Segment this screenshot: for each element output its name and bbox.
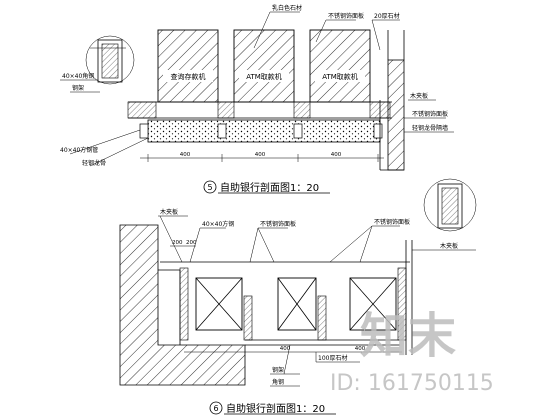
machine-label-3: ATM取款机	[322, 72, 358, 81]
section-5-number: 5	[207, 183, 212, 192]
dim-5-3: 400	[331, 152, 342, 158]
machine-block-1	[157, 29, 219, 103]
dim-5-1: 400	[180, 152, 191, 158]
ann-5-top-a: 乳白色石材	[272, 4, 302, 12]
dim-6-left-2: 200	[186, 240, 197, 246]
ann-5-right-a: 木夹板	[410, 92, 428, 100]
ann-5-right-b: 不锈钢饰面板	[412, 110, 448, 118]
ann-6-bottom-a: 100厚石材	[318, 354, 347, 362]
dim-5-2: 400	[255, 152, 266, 158]
machine-block-2	[233, 29, 295, 103]
ann-6-bottom-c: 角钢	[272, 378, 284, 386]
section-6-title: 自助银行剖面图1：20	[226, 402, 325, 415]
section-5: 查询存款机 ATM取款机 ATM取款机 400 400 400	[60, 4, 454, 194]
ann-6-top-d: 不锈钢饰面板	[374, 218, 410, 226]
ann-6-top-a: 木夹板	[160, 208, 178, 216]
left-wall	[119, 224, 246, 386]
detail-inset-left	[85, 35, 135, 85]
right-wall	[387, 59, 405, 171]
section-6: 400 400 200 200 木夹板 40×40方钢 不锈钢饰面板 不锈钢饰面…	[119, 178, 477, 415]
ann-5-right-c: 轻钢龙骨隔墙	[412, 124, 448, 132]
ann-5-left-d: 轻钢龙骨	[82, 159, 106, 167]
section-6-number: 6	[213, 404, 218, 413]
dim-6-1: 400	[280, 346, 291, 352]
section-5-title: 自助银行剖面图1：20	[220, 181, 319, 194]
ann-5-left-a: 40×40角钢	[62, 72, 94, 80]
ann-6-right-a: 木夹板	[440, 242, 458, 250]
ann-5-left-c: 40×40方钢管	[60, 146, 98, 154]
machine-block-3	[309, 29, 371, 103]
machine-label-1: 查询存款机	[171, 72, 206, 81]
ann-6-top-b: 40×40方钢	[202, 220, 234, 228]
section-6-number-circle	[209, 401, 223, 415]
ann-6-bottom-b: 钢架	[272, 366, 284, 374]
dim-6-2: 400	[355, 346, 366, 352]
ann-6-top-c: 不锈钢饰面板	[260, 220, 296, 228]
counter-strip	[147, 119, 381, 143]
ann-5-top-b: 不锈钢饰面板	[328, 12, 364, 20]
detail-inset-right	[423, 178, 477, 232]
watermark: 知末 ID: 161750115	[330, 308, 494, 396]
dim-6-left-1: 200	[172, 240, 183, 246]
section-5-number-circle	[203, 180, 217, 194]
watermark-logo: 知末	[360, 308, 456, 364]
ann-5-left-b: 钢架	[72, 84, 84, 92]
machine-label-2: ATM取款机	[246, 72, 282, 81]
ann-5-top-c: 20厚石材	[374, 12, 400, 20]
watermark-id: ID: 161750115	[330, 371, 494, 396]
